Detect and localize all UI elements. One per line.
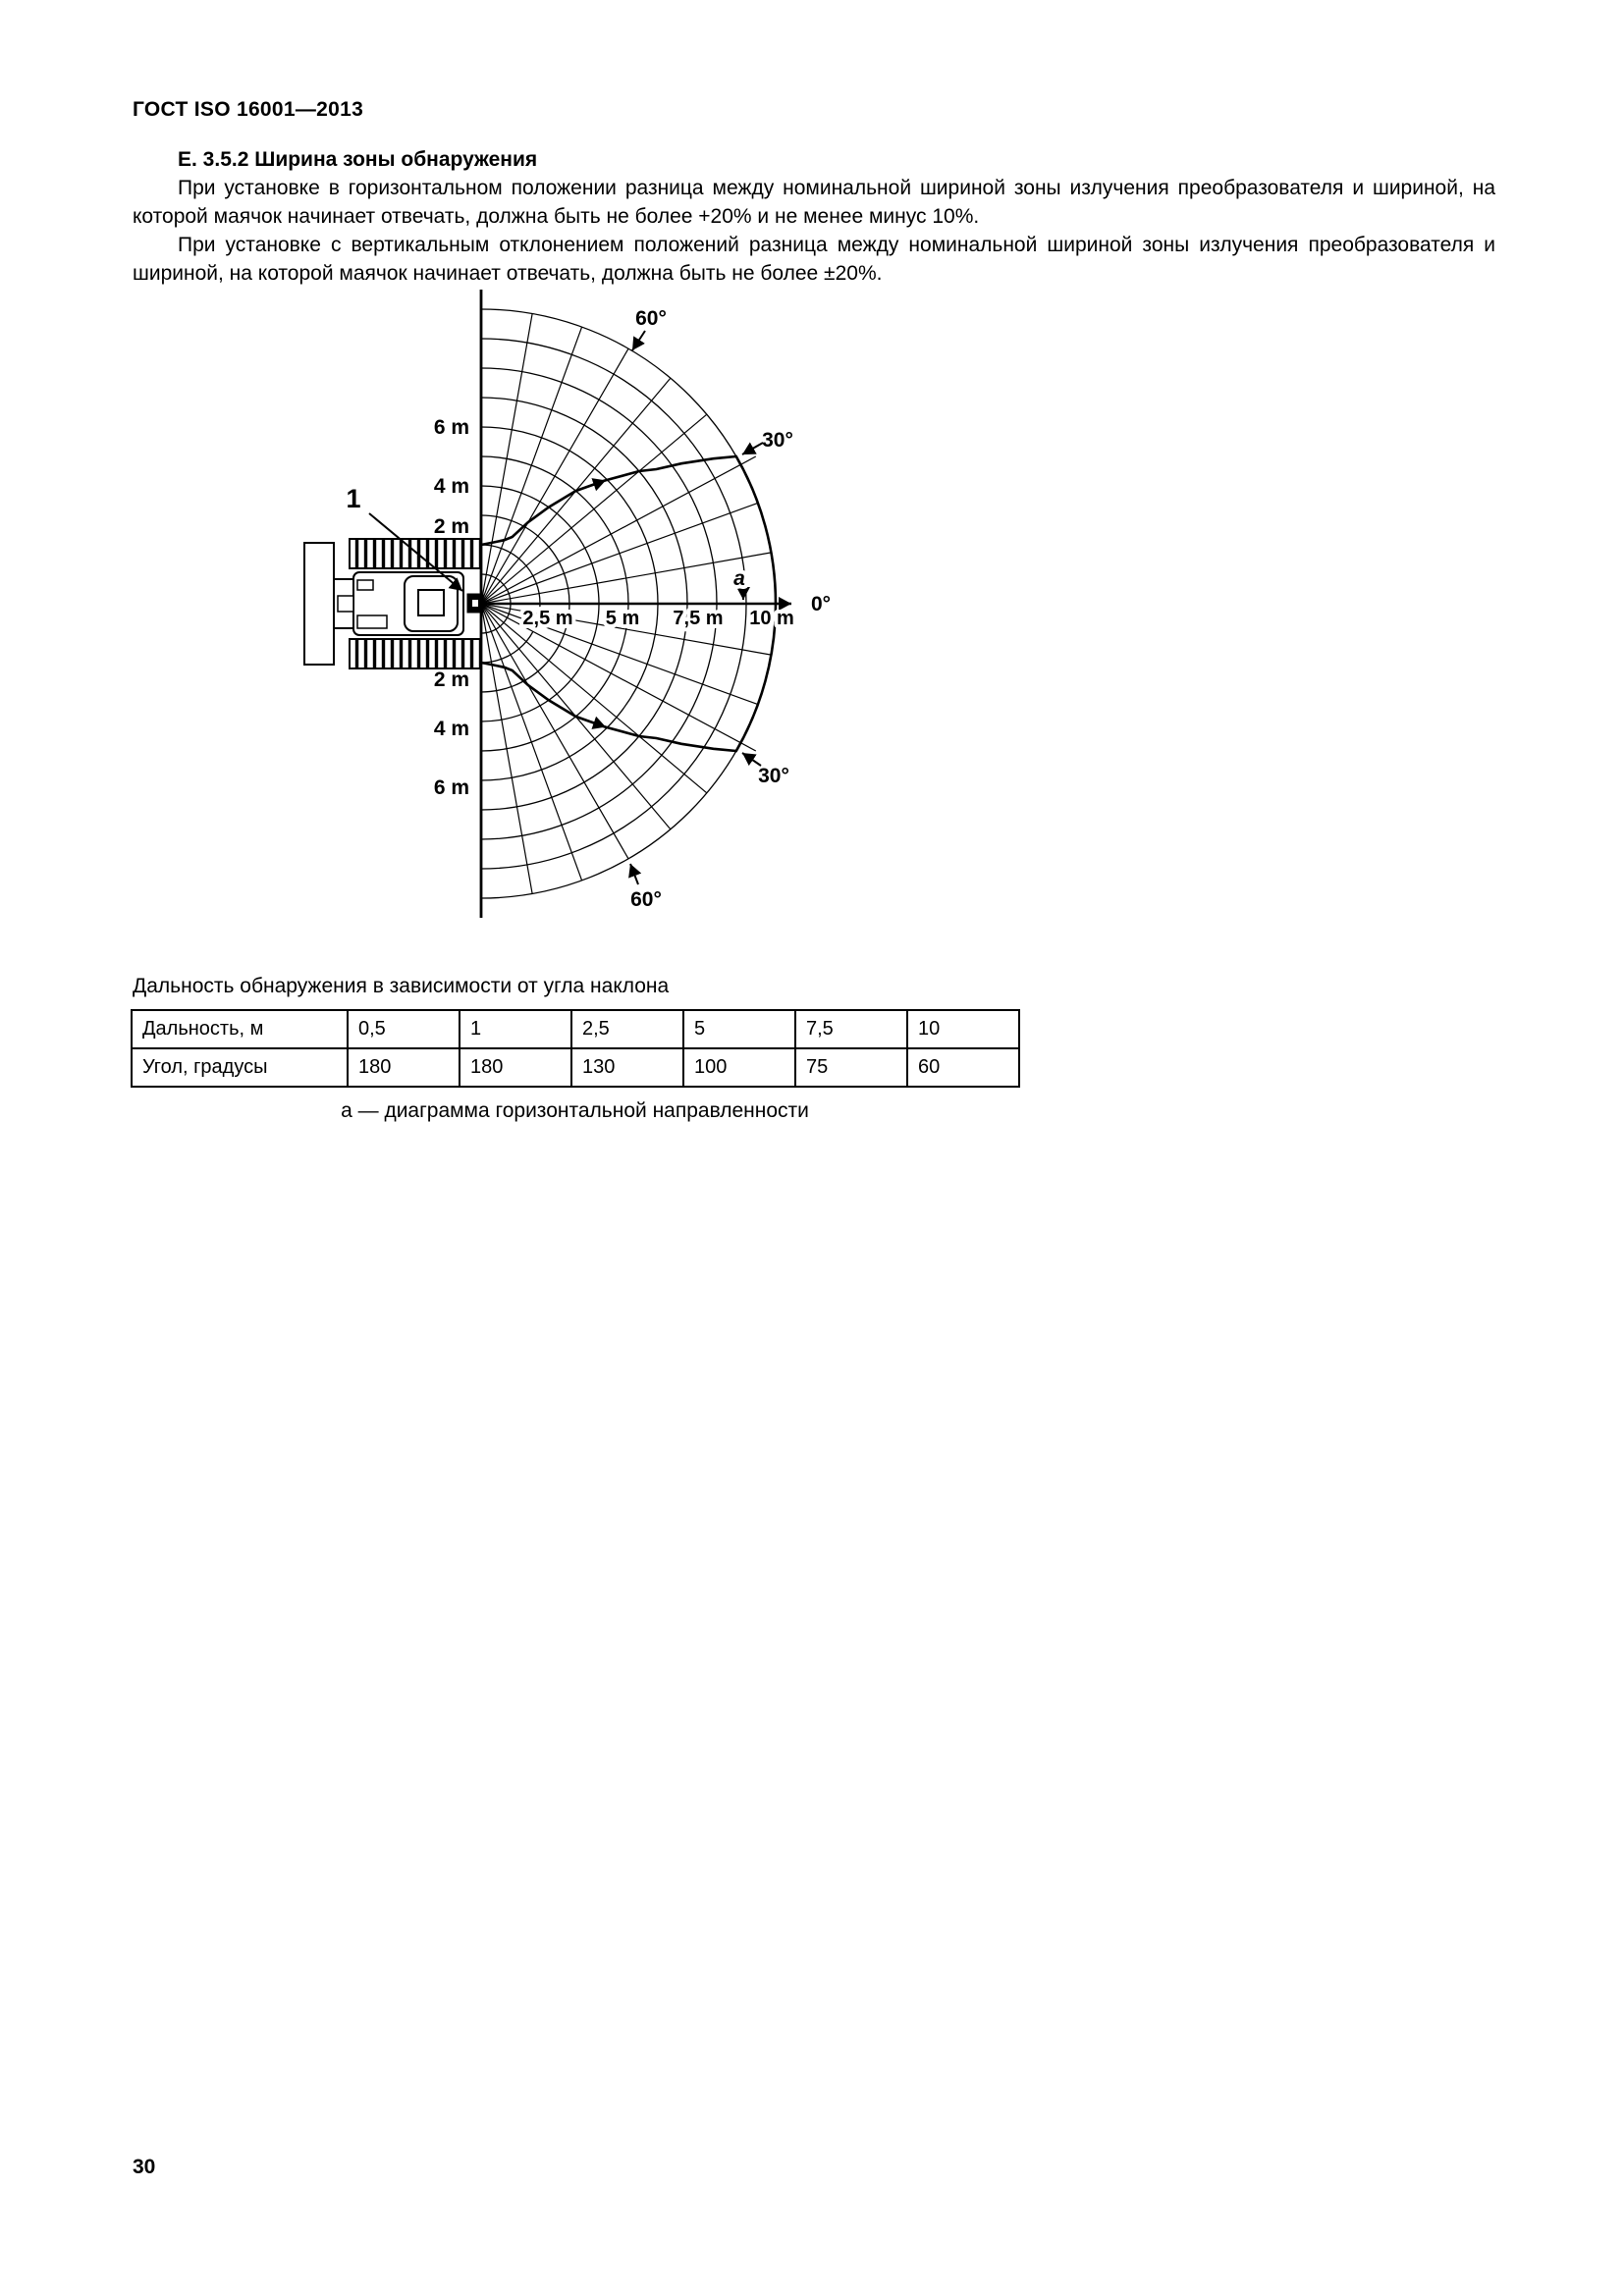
leader-60-bottom	[628, 863, 642, 885]
dist-label-4m-bottom: 4 m	[434, 718, 469, 740]
callout-1-leader	[368, 512, 463, 592]
machine-top-view	[303, 538, 484, 669]
range-label-7-5m: 7,5 m	[673, 608, 723, 629]
dist-label-6m-top: 6 m	[434, 416, 469, 439]
figure-caption: а — диаграмма горизонтальной направленно…	[341, 1099, 809, 1122]
operator-seat	[417, 589, 445, 616]
table-cell: 2,5	[570, 1009, 684, 1049]
table-cell: 10	[906, 1009, 1020, 1049]
engine-box	[356, 614, 388, 629]
table-cell: 60	[906, 1047, 1020, 1088]
leader-30-bottom	[741, 752, 762, 767]
counterweight-box	[356, 579, 374, 591]
dist-label-2m-bottom: 2 m	[434, 668, 469, 691]
dist-label-2m-top: 2 m	[434, 515, 469, 538]
range-label-10m: 10 m	[749, 608, 794, 629]
angle-label-30-bottom: 30°	[758, 765, 789, 787]
table-cell: 75	[794, 1047, 908, 1088]
table-cell: 5	[682, 1009, 796, 1049]
detection-table: Дальность, м 0,5 1 2,5 5 7,5 10 Угол, гр…	[131, 1009, 1020, 1088]
table-cell: 180	[459, 1047, 572, 1088]
table-cell: 130	[570, 1047, 684, 1088]
leader-30-top	[741, 442, 764, 455]
table-cell: 100	[682, 1047, 796, 1088]
leader-60-top	[631, 330, 646, 351]
row-label-angle: Угол, градусы	[131, 1047, 349, 1088]
angle-label-60-top: 60°	[635, 307, 667, 330]
table-intro: Дальность обнаружения в зависимости от у…	[133, 975, 670, 997]
callout-1-label: 1	[346, 484, 360, 513]
table-cell: 0,5	[347, 1009, 460, 1049]
doc-header: ГОСТ ISO 16001—2013	[133, 98, 364, 121]
section-heading: Е. 3.5.2 Ширина зоны обнаружения	[178, 148, 538, 171]
table-cell: 180	[347, 1047, 460, 1088]
section-e352: Е. 3.5.2 Ширина зоны обнаружения При уст…	[133, 145, 1495, 288]
paragraph-1: При установке в горизонтальном положении…	[133, 177, 1495, 228]
table-row-angle: Угол, градусы 180 180 130 100 75 60	[131, 1047, 1020, 1088]
track-top	[349, 538, 482, 569]
angle-label-30-top: 30°	[762, 429, 793, 452]
dist-label-4m-top: 4 m	[434, 475, 469, 498]
pointer-a-label: а	[733, 567, 745, 590]
table-cell: 7,5	[794, 1009, 908, 1049]
contour-direction-arrow-bottom	[586, 716, 607, 729]
sensor-window	[472, 600, 478, 607]
angle-label-0: 0°	[811, 593, 831, 615]
angle-label-60-bottom: 60°	[630, 888, 662, 911]
hitch-box	[337, 595, 354, 613]
contour-direction-arrow-top	[586, 478, 607, 492]
paragraph-2: При установке с вертикальным отклонением…	[133, 234, 1495, 285]
range-label-5m: 5 m	[606, 608, 639, 629]
table-cell: 1	[459, 1009, 572, 1049]
track-bottom	[349, 638, 482, 669]
dist-label-6m-bottom: 6 m	[434, 776, 469, 799]
range-label-2-5m: 2,5 m	[522, 608, 572, 629]
detection-contour	[480, 454, 778, 753]
dozer-blade	[303, 542, 335, 666]
table-row-range: Дальность, м 0,5 1 2,5 5 7,5 10	[131, 1009, 1020, 1049]
directivity-diagram: 1 6 m 4 m 2 m 2 m 4 m 6 m 2,5 m 5 m 7,5 …	[303, 290, 831, 918]
page-number: 30	[133, 2156, 156, 2178]
row-label-range: Дальность, м	[131, 1009, 349, 1049]
